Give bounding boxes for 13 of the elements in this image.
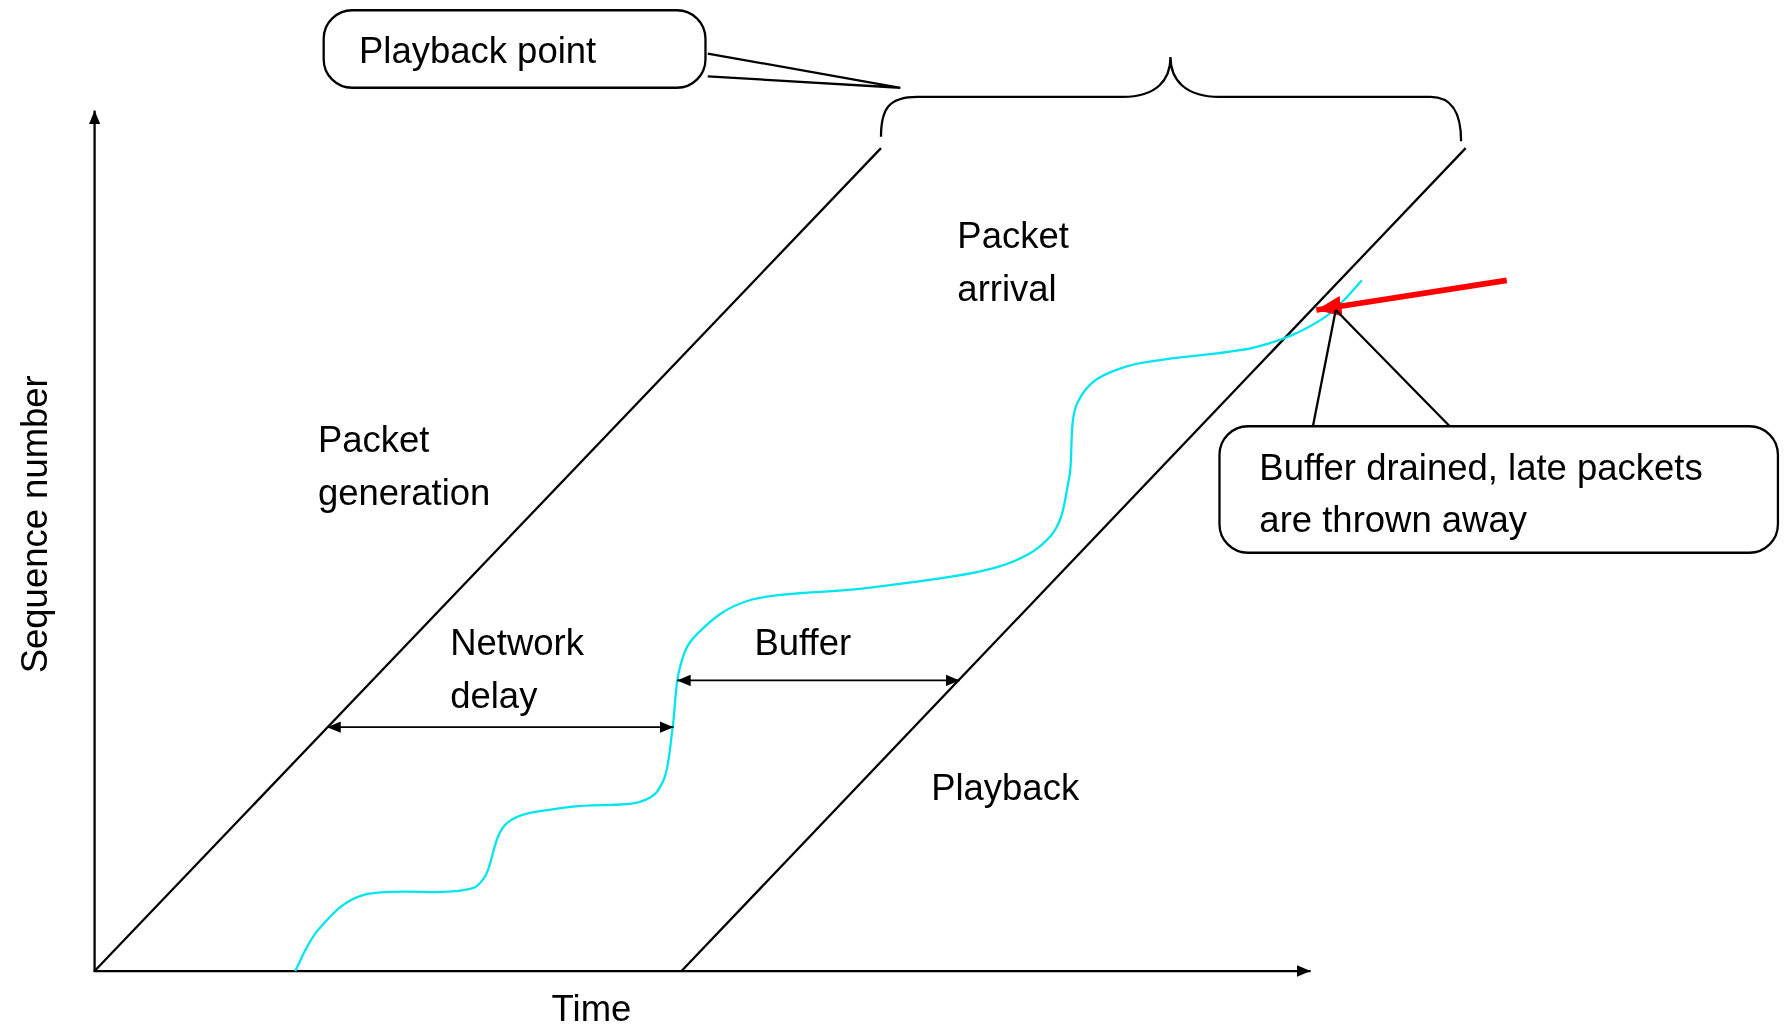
- region-label: Packet generation: [318, 418, 492, 515]
- measure-label: Buffer: [754, 621, 853, 666]
- axis-label: Time: [551, 987, 633, 1028]
- measure-label: Network delay: [450, 621, 585, 718]
- callout-text: Playback point: [359, 28, 598, 73]
- callout-text: Buffer drained, late packets are thrown away: [1259, 445, 1704, 543]
- region-label: Packet arrival: [957, 214, 1070, 311]
- axis-label: Sequence number: [12, 374, 56, 676]
- leader-line: [706, 52, 902, 89]
- leader-line: [1311, 308, 1451, 428]
- callout-box: [322, 9, 707, 89]
- callout-box: [1218, 425, 1780, 554]
- region-label: Playback: [931, 766, 1081, 811]
